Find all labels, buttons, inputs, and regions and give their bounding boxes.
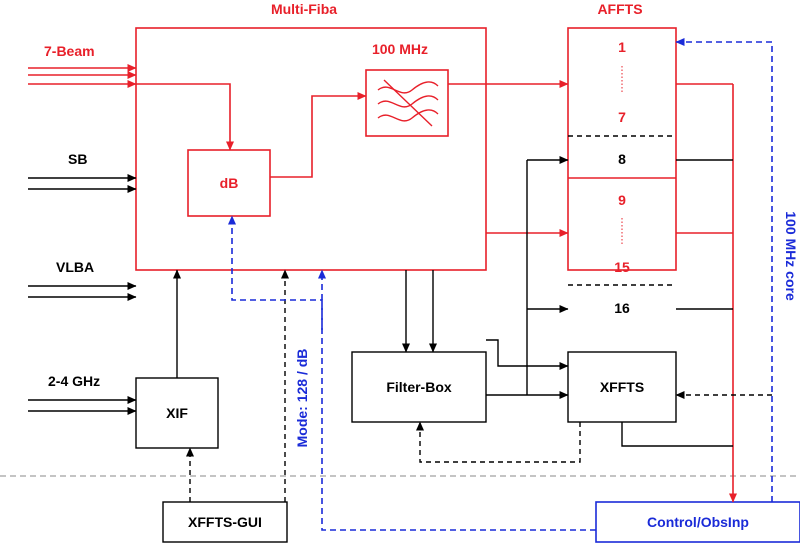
sb-input-label: SB	[68, 151, 87, 167]
xffts-to-control	[621, 422, 733, 447]
control-block	[595, 501, 800, 543]
xffts-to-filterbox-ctrl	[416, 421, 581, 463]
beam-input-label: 7-Beam	[44, 43, 95, 59]
afft-channel-1: 1	[618, 39, 626, 55]
vlba-input-label: VLBA	[56, 259, 94, 275]
afft-channel-7: 7	[618, 109, 626, 125]
beam-to-db	[136, 83, 234, 151]
filterbox-label: Filter-Box	[386, 379, 452, 395]
afft-channel-15: 15	[614, 259, 630, 275]
afft-channel-16: 16	[614, 300, 630, 316]
afft-title: AFFTS	[597, 1, 642, 17]
bandpass-filter-icon	[377, 79, 439, 127]
filter-freq-label: 100 MHz	[372, 41, 428, 57]
xffts-gui-block	[162, 501, 288, 543]
db-to-filter	[270, 92, 367, 178]
ghz-input-label: 2-4 GHz	[48, 373, 100, 389]
control-to-db	[228, 215, 596, 531]
multifiba-title: Multi-Fiba	[271, 1, 337, 17]
xif-label: XIF	[166, 405, 188, 421]
afft-channel-8: 8	[618, 151, 626, 167]
afft-block	[567, 27, 677, 271]
fiba-to-xffts	[486, 339, 569, 370]
db-label: dB	[220, 175, 239, 191]
core-label: 100 MHz core	[783, 211, 799, 301]
multifiba-block	[135, 27, 487, 271]
xffts-gui-label: XFFTS-GUI	[188, 514, 262, 530]
mode-label: Mode: 128 / dB	[294, 349, 310, 448]
filter-block	[365, 69, 449, 137]
control-to-afft	[675, 38, 773, 502]
afft-channel-9: 9	[618, 192, 626, 208]
xffts-label: XFFTS	[600, 379, 644, 395]
control-label: Control/ObsInp	[647, 514, 749, 530]
